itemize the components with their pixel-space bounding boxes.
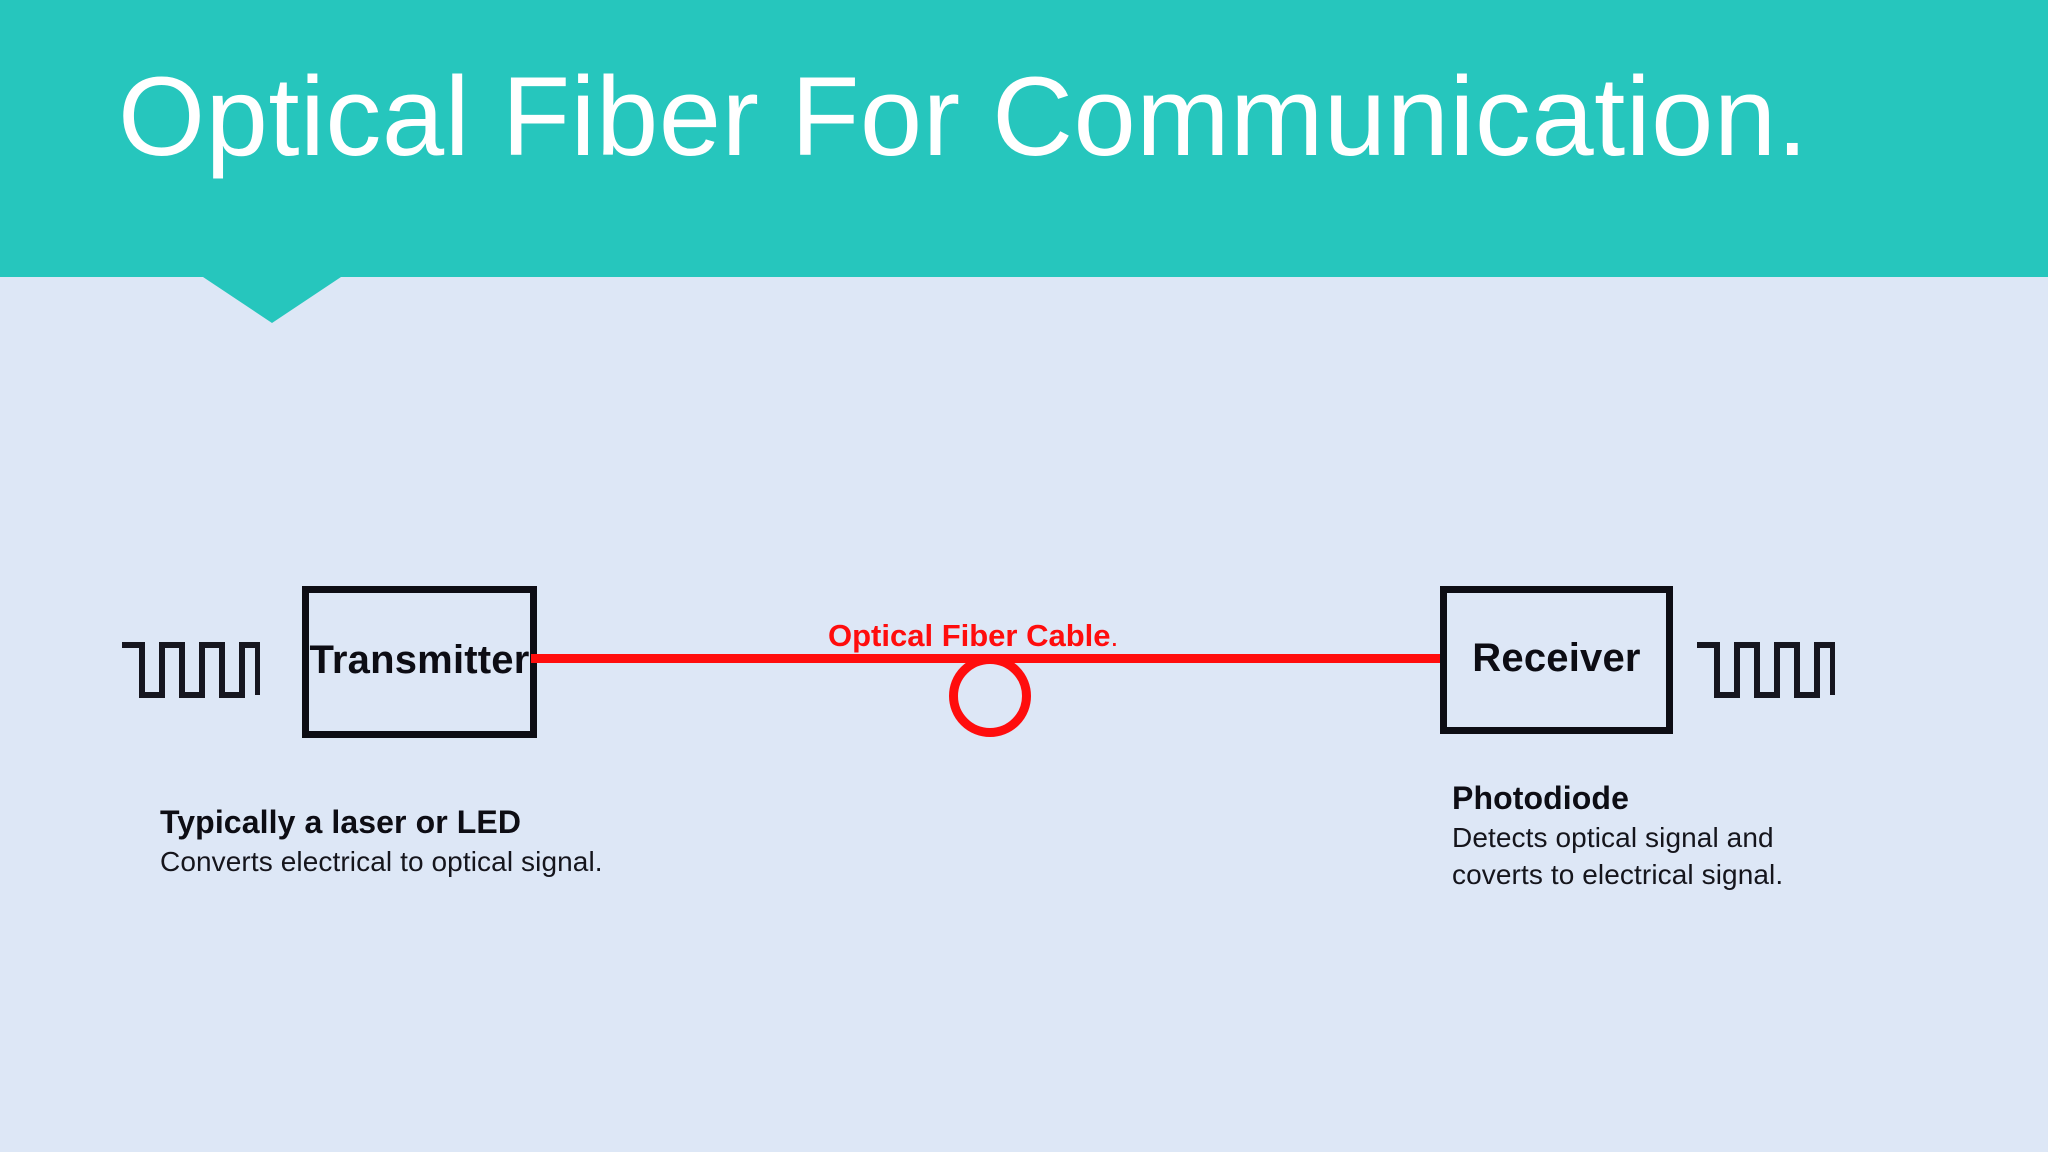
receiver-label: Receiver: [1472, 635, 1641, 680]
receiver-caption: Photodiode Detects optical signal and co…: [1452, 780, 1783, 893]
square-wave-icon-output: [1697, 642, 1835, 698]
receiver-box[interactable]: Receiver: [1440, 586, 1673, 734]
receiver-caption-body: Detects optical signal and coverts to el…: [1452, 822, 1784, 890]
diagram-area: Transmitter Optical Fiber Cable. Receive…: [0, 277, 2048, 1152]
fiber-cable-label-text: Optical Fiber Cable: [828, 618, 1111, 653]
transmitter-label: Transmitter: [309, 637, 530, 682]
fiber-cable-circle-icon: [949, 655, 1031, 737]
transmitter-caption-title: Typically a laser or LED: [160, 804, 522, 840]
receiver-caption-title: Photodiode: [1452, 780, 1629, 816]
transmitter-caption: Typically a laser or LED Converts electr…: [160, 804, 603, 880]
page-title: Optical Fiber For Communication.: [118, 54, 1809, 179]
transmitter-box[interactable]: Transmitter: [302, 586, 537, 738]
fiber-cable-label-period: .: [1110, 621, 1119, 652]
header-notch-triangle: [203, 277, 341, 323]
transmitter-caption-body: Converts electrical to optical signal.: [160, 846, 603, 877]
header-band: [0, 0, 2048, 277]
fiber-cable-label: Optical Fiber Cable.: [828, 618, 1118, 654]
square-wave-icon-input: [122, 642, 260, 698]
